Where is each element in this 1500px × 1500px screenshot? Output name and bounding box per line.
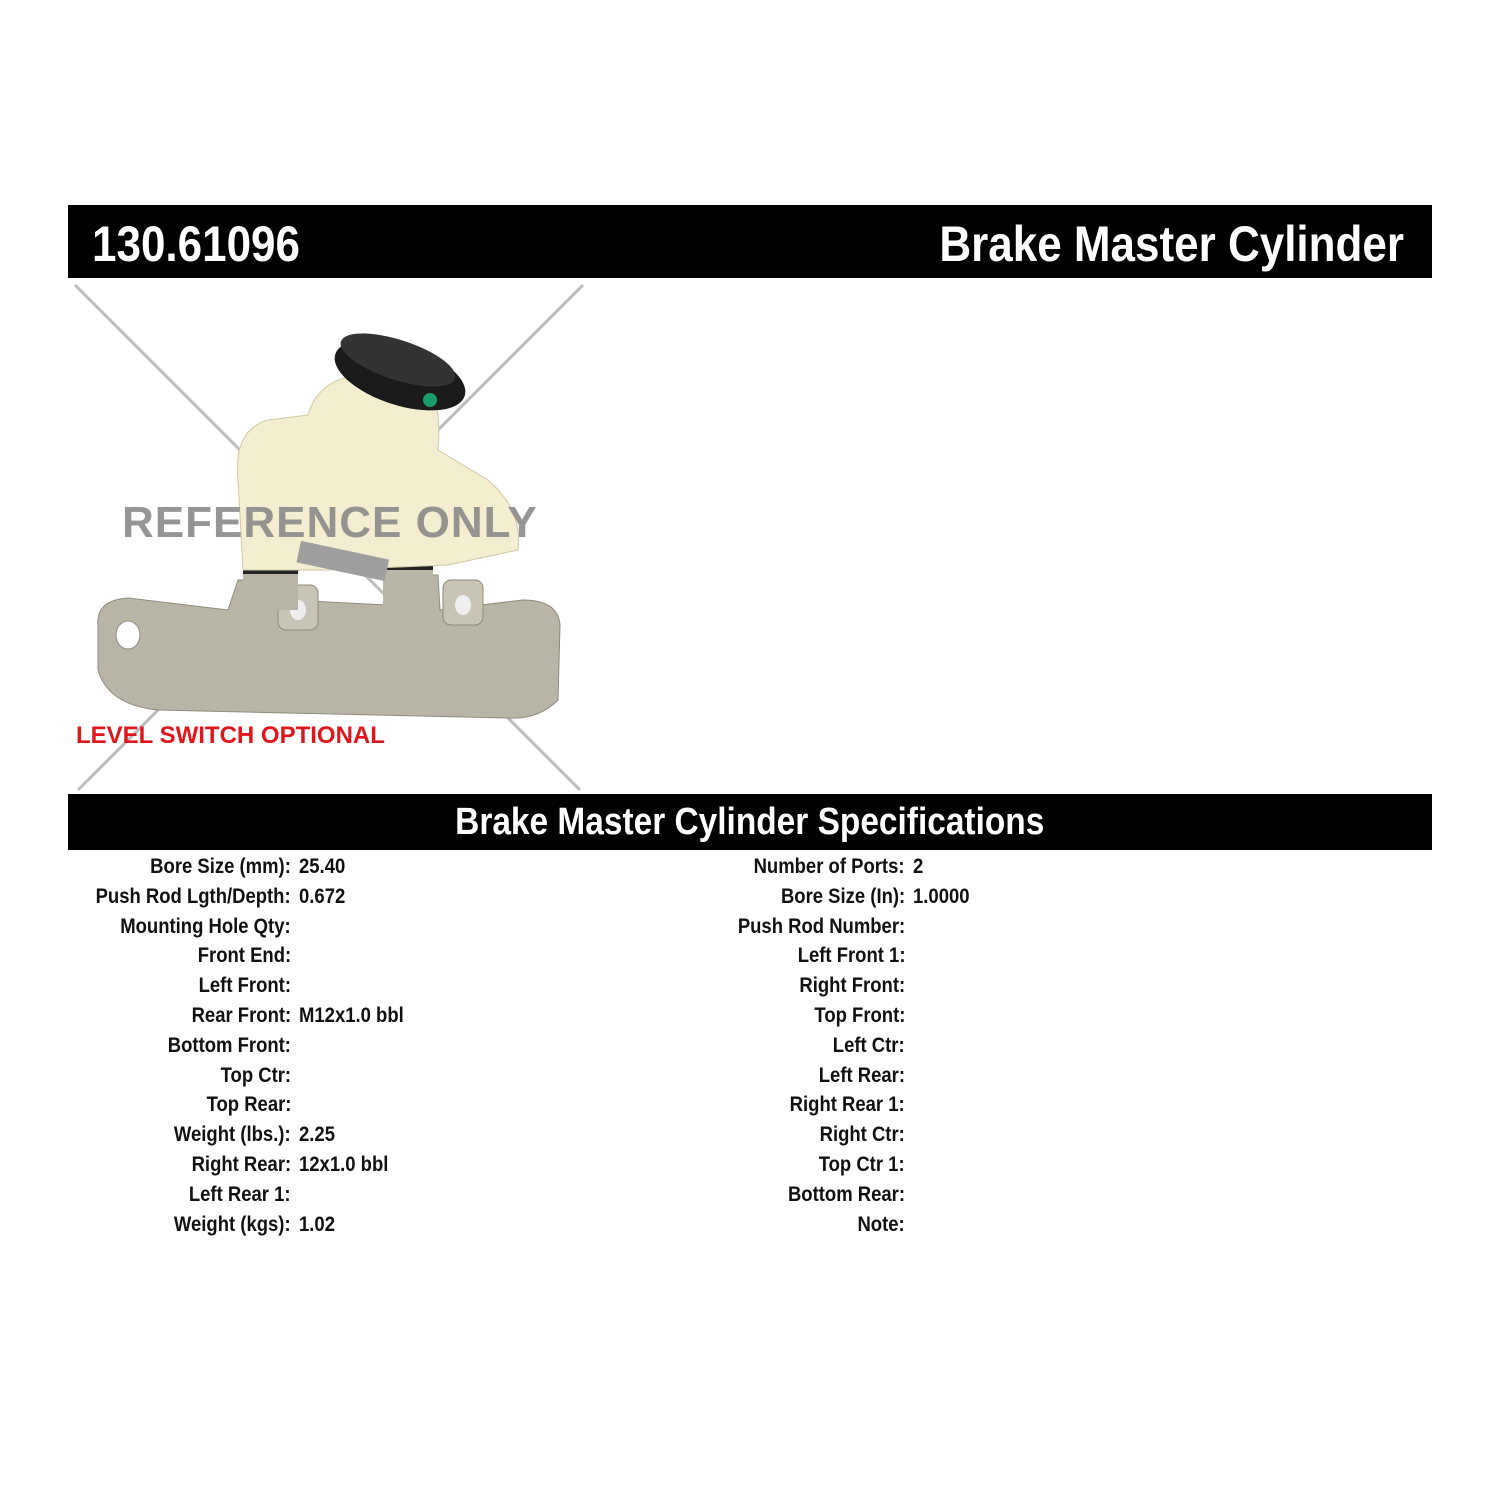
spec-row: Front End: (0, 944, 291, 974)
spec-label: Bottom Front: (167, 1033, 291, 1057)
spec-value: 2 (913, 855, 924, 878)
spec-value: 1.02 (299, 1212, 335, 1236)
spec-row: Right Rear: 12x1.0 bbl (0, 1153, 388, 1183)
spec-row: Weight (kgs): 1.02 (0, 1212, 335, 1243)
spec-row: Push Rod Lgth/Depth: 0.672 (0, 884, 345, 915)
spec-label: Weight (lbs.): (174, 1123, 291, 1147)
spec-label: Right Rear 1: (789, 1093, 905, 1117)
spec-label: Top Ctr 1: (819, 1153, 905, 1176)
spec-row: Push Rod Number: (620, 915, 905, 945)
spec-label: Top Front: (814, 1004, 905, 1027)
spec-label: Bore Size (mm): (150, 855, 291, 878)
spec-row: Left Front 1: (620, 944, 905, 974)
spec-row: Right Front: (620, 974, 905, 1004)
spec-row: Bottom Rear: (620, 1183, 905, 1213)
spec-row: Top Ctr: (0, 1064, 291, 1094)
spec-label: Left Front: (198, 974, 291, 998)
spec-row: Number of Ports: 2 (620, 855, 923, 885)
spec-label: Left Rear 1: (189, 1182, 291, 1206)
spec-row: Top Rear: (0, 1093, 291, 1123)
spec-value: 1.0000 (913, 884, 970, 908)
header-bar: 130.61096 Brake Master Cylinder (68, 205, 1432, 278)
spec-label: Weight (kgs): (174, 1212, 291, 1236)
specs-title: Brake Master Cylinder Specifications (455, 801, 1045, 843)
spec-row: Left Rear: (620, 1064, 905, 1094)
part-number: 130.61096 (92, 216, 300, 272)
spec-value: 12x1.0 bbl (299, 1153, 389, 1176)
spec-value: M12x1.0 bbl (299, 1004, 404, 1027)
spec-row: Rear Front: M12x1.0 bbl (0, 1004, 403, 1034)
spec-row: Note: (620, 1213, 905, 1243)
spec-row: Weight (lbs.): 2.25 (0, 1123, 335, 1153)
spec-label: Right Rear: (191, 1153, 291, 1176)
level-switch-note: LEVEL SWITCH OPTIONAL (76, 722, 385, 749)
watermark-text: REFERENCE ONLY (122, 498, 538, 547)
spec-label: Front End: (197, 944, 291, 968)
spec-label: Push Rod Lgth/Depth: (95, 884, 291, 908)
specs-header: Brake Master Cylinder Specifications (68, 794, 1432, 850)
spec-row: Right Rear 1: (620, 1093, 905, 1123)
spec-value: 0.672 (299, 884, 346, 908)
spec-label: Top Rear: (206, 1093, 291, 1117)
spec-row: Mounting Hole Qty: (0, 915, 291, 945)
spec-row: Left Rear 1: (0, 1183, 291, 1213)
spec-label: Right Ctr: (819, 1123, 905, 1147)
spec-label: Note: (857, 1212, 905, 1236)
spec-label: Left Front 1: (797, 944, 905, 968)
spec-row: Top Ctr 1: (620, 1153, 905, 1183)
product-title: Brake Master Cylinder (939, 216, 1404, 272)
spec-row: Right Ctr: (620, 1123, 905, 1153)
spec-label: Left Ctr: (833, 1033, 905, 1057)
spec-label: Rear Front: (191, 1004, 291, 1027)
spec-value: 25.40 (299, 855, 346, 878)
spec-label: Bore Size (In): (780, 884, 905, 908)
product-image (73, 283, 585, 792)
spec-label: Bottom Rear: (787, 1182, 905, 1206)
spec-value: 2.25 (299, 1123, 335, 1147)
spec-label: Mounting Hole Qty: (120, 914, 291, 938)
spec-row: Bottom Front: (0, 1034, 291, 1064)
spec-row: Bore Size (mm): 25.40 (0, 855, 345, 885)
spec-row: Left Ctr: (620, 1034, 905, 1064)
spec-row: Top Front: (620, 1004, 905, 1034)
spec-row: Bore Size (In): 1.0000 (620, 884, 970, 915)
spec-label: Number of Ports: (754, 855, 905, 878)
spec-label: Right Front: (799, 974, 905, 998)
spec-label: Push Rod Number: (737, 914, 905, 938)
spec-label: Top Ctr: (220, 1063, 291, 1087)
spec-row: Left Front: (0, 974, 291, 1004)
spec-label: Left Rear: (818, 1063, 905, 1087)
